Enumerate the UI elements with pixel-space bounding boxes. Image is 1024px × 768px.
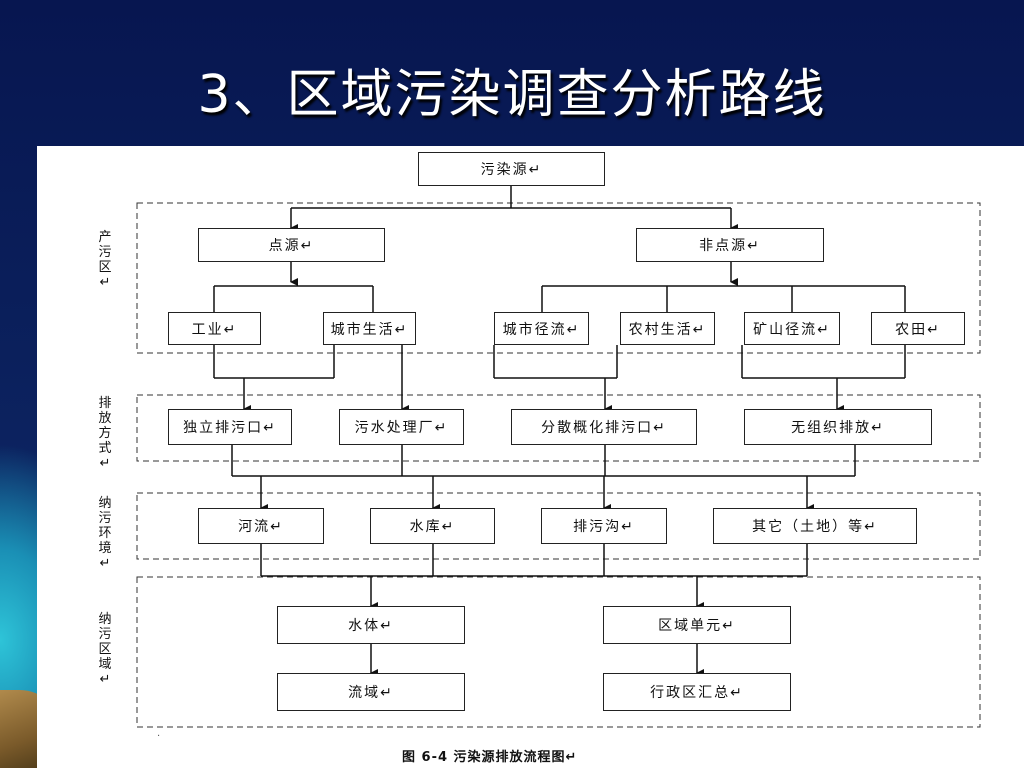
node-rural-life: 农村生活↵ <box>620 312 715 345</box>
node-unorganized-discharge: 无组织排放↵ <box>744 409 932 445</box>
node-dispersed-outfall: 分散概化排污口↵ <box>511 409 697 445</box>
node-urban-runoff: 城市径流↵ <box>494 312 589 345</box>
section-frame-source <box>136 202 981 354</box>
node-watershed: 流域↵ <box>277 673 465 711</box>
section-label-discharge: 排放方式↵ <box>98 396 112 471</box>
flowchart-figure: 产污区↵ 排放方式↵ 纳污环境↵ 纳污区域↵ 污染源↵ 点源↵ 非点源↵ 工业↵… <box>37 146 1024 768</box>
node-industry: 工业↵ <box>168 312 261 345</box>
node-pollution-source: 污染源↵ <box>418 152 605 186</box>
section-label-source: 产污区↵ <box>98 230 112 290</box>
stray-mark: · <box>157 731 161 742</box>
node-water-body: 水体↵ <box>277 606 465 644</box>
node-nonpoint-source: 非点源↵ <box>636 228 824 262</box>
node-river: 河流↵ <box>198 508 324 544</box>
node-farmland: 农田↵ <box>871 312 965 345</box>
connector-lines <box>136 186 981 728</box>
node-mine-runoff: 矿山径流↵ <box>744 312 840 345</box>
node-reservoir: 水库↵ <box>370 508 495 544</box>
node-drainage-ditch: 排污沟↵ <box>541 508 667 544</box>
section-frame-discharge <box>136 394 981 462</box>
node-admin-summary: 行政区汇总↵ <box>603 673 791 711</box>
figure-caption: 图 6-4 污染源排放流程图↵ <box>402 750 578 765</box>
node-urban-life: 城市生活↵ <box>323 312 416 345</box>
section-frame-receiving-area <box>136 576 981 728</box>
node-regional-unit: 区域单元↵ <box>603 606 791 644</box>
node-point-source: 点源↵ <box>198 228 385 262</box>
node-sewage-plant: 污水处理厂↵ <box>339 409 464 445</box>
section-label-receiving-env: 纳污环境↵ <box>98 496 112 571</box>
section-label-receiving-area: 纳污区域↵ <box>98 612 112 687</box>
slide-title: 3、区域污染调查分析路线 <box>197 65 827 125</box>
section-frame-receiving-env <box>136 492 981 560</box>
node-other-land: 其它（土地）等↵ <box>713 508 917 544</box>
node-independent-outfall: 独立排污口↵ <box>168 409 292 445</box>
